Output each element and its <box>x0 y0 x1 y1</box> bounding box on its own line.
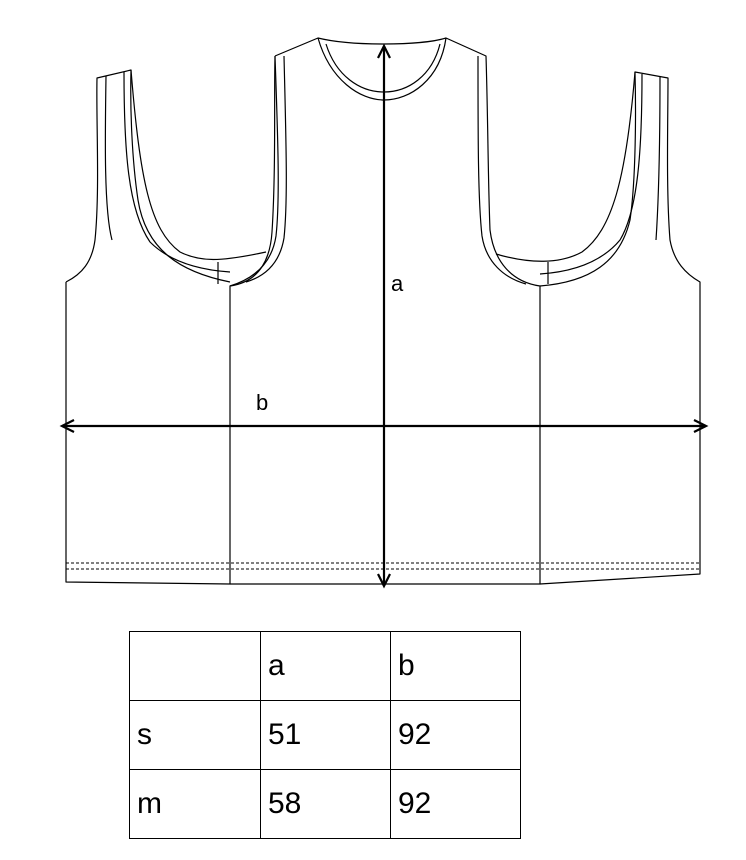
table-header-cell: b <box>390 631 521 701</box>
table-header-row: a b <box>129 631 521 701</box>
dimension-a-arrowhead-top <box>377 43 391 59</box>
size-measurement-table: a b s 51 92 m 58 92 <box>129 631 521 839</box>
dimension-b-arrowhead-right <box>693 419 709 433</box>
table-cell: 92 <box>390 700 521 770</box>
table-cell-size: s <box>129 700 261 770</box>
table-header-cell <box>129 631 261 701</box>
front-left-armhole <box>229 55 279 287</box>
table-cell: 51 <box>260 700 391 770</box>
dimension-a-label: a <box>391 271 404 296</box>
dimension-b-label: b <box>256 390 268 415</box>
left-armhole-binding-1 <box>104 75 113 241</box>
table-cell: 58 <box>260 769 391 839</box>
table-cell: 92 <box>390 769 521 839</box>
table-row: s 51 92 <box>129 700 521 770</box>
front-right-armhole-binding <box>477 55 527 285</box>
front-panel-outline <box>230 37 541 585</box>
left-panel-outline <box>65 55 276 585</box>
left-armhole-binding-3 <box>130 69 267 261</box>
right-panel-outline <box>539 71 701 585</box>
table-row: m 58 92 <box>129 769 521 839</box>
right-strap-binding-1 <box>539 73 643 275</box>
neckline-outer <box>317 37 447 101</box>
table-cell-size: m <box>129 769 261 839</box>
right-armhole-binding <box>495 71 636 262</box>
table-header-cell: a <box>260 631 391 701</box>
dimension-a-arrowhead-bottom <box>377 573 391 589</box>
front-left-armhole-binding <box>245 55 287 283</box>
right-strap-binding-2 <box>655 75 661 241</box>
dimension-arrows <box>59 43 709 589</box>
left-strap-outer <box>65 69 231 283</box>
garment-flat-sketch: a b <box>59 37 709 589</box>
left-armhole-binding-2 <box>123 71 231 273</box>
dimension-b-arrowhead-left <box>59 419 75 433</box>
